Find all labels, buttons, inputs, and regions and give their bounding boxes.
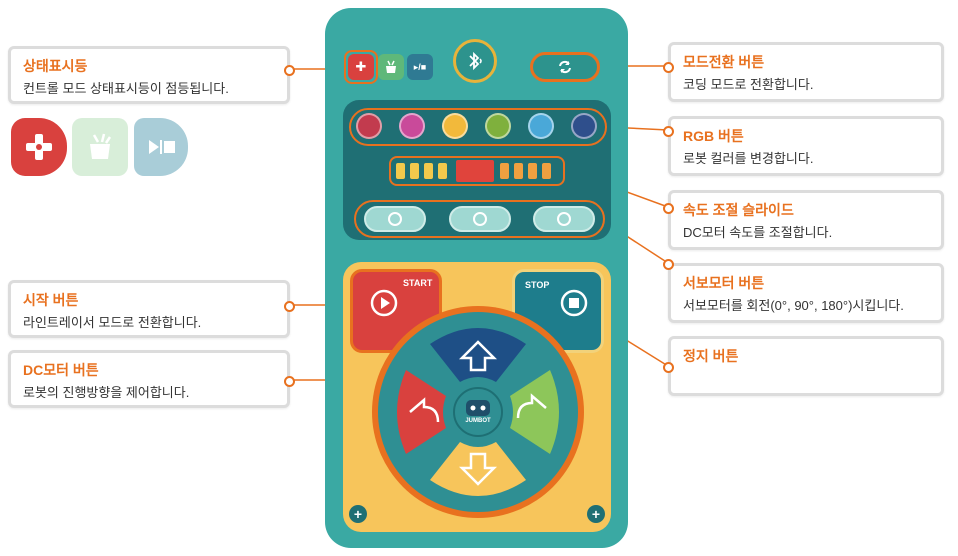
- callout-servo: 서보모터 버튼 서보모터를 회전(0°, 90°, 180°)시킵니다.: [668, 263, 944, 323]
- rgb-button-row: [349, 108, 607, 146]
- speed-segment: [424, 163, 433, 179]
- stop-label: STOP: [525, 280, 550, 290]
- servo-button-90[interactable]: [449, 206, 511, 232]
- logo-text: JUMBOT: [465, 418, 491, 424]
- status-light-control: ✚: [348, 54, 374, 80]
- callout-stop: 정지 버튼: [668, 336, 944, 396]
- callout-dot: [284, 65, 295, 76]
- status-icon-large-line: [134, 118, 188, 176]
- rgb-button-sky[interactable]: [528, 113, 554, 139]
- arrow-down-icon: [458, 452, 498, 486]
- status-icon-large-coding: [72, 118, 128, 176]
- right-button[interactable]: [510, 370, 559, 454]
- rgb-button-pink[interactable]: [399, 113, 425, 139]
- speed-segment: [542, 163, 551, 179]
- bucket-icon: [386, 60, 396, 73]
- callout-title: 서보모터 버튼: [683, 275, 765, 291]
- callout-title: 시작 버튼: [23, 292, 79, 308]
- speed-segment: [500, 163, 509, 179]
- speed-segment: [528, 163, 537, 179]
- callout-title: DC모터 버튼: [23, 362, 99, 378]
- speed-segment: [396, 163, 405, 179]
- callout-dot: [663, 62, 674, 73]
- rgb-button-navy[interactable]: [571, 113, 597, 139]
- callout-start: 시작 버튼 라인트레이서 모드로 전환합니다.: [8, 280, 290, 338]
- play-icon: [370, 289, 398, 317]
- speed-slider-thumb[interactable]: [456, 160, 494, 182]
- callout-dc-motor: DC모터 버튼 로봇의 진행방향을 제어합니다.: [8, 350, 290, 408]
- plus-icon: +: [587, 505, 605, 523]
- servo-button-180[interactable]: [533, 206, 595, 232]
- rgb-button-yellow[interactable]: [442, 113, 468, 139]
- speed-segment: [438, 163, 447, 179]
- callout-dot: [284, 376, 295, 387]
- play-stop-icon: [149, 140, 175, 154]
- stop-icon: [560, 289, 588, 317]
- rgb-button-red[interactable]: [356, 113, 382, 139]
- callout-title: 상태표시등: [23, 58, 88, 74]
- robot-icon: [466, 400, 490, 416]
- servo-icon: [388, 212, 402, 226]
- servo-button-0[interactable]: [364, 206, 426, 232]
- mode-switch-button[interactable]: [530, 52, 600, 82]
- turn-left-icon: [409, 397, 440, 423]
- callout-title: 모드전환 버튼: [683, 54, 765, 70]
- speed-segment: [410, 163, 419, 179]
- dc-motor-pad: [372, 306, 584, 518]
- speed-segment: [514, 163, 523, 179]
- status-light-group: ✚ ▸/■: [344, 50, 438, 86]
- callout-dot: [663, 203, 674, 214]
- arrow-up-icon: [458, 340, 498, 372]
- callout-title: RGB 버튼: [683, 128, 744, 144]
- status-light-highlight: [344, 50, 378, 84]
- callout-dot: [284, 301, 295, 312]
- bucket-icon: [90, 133, 112, 159]
- status-icon-large-control: [11, 118, 67, 176]
- callout-desc: 컨트롤 모드 상태표시등이 점등됩니다.: [23, 81, 229, 96]
- left-button[interactable]: [397, 370, 446, 454]
- servo-icon: [557, 212, 571, 226]
- gamepad-icon: [26, 134, 52, 160]
- plus-icon: +: [349, 505, 367, 523]
- callout-title: 속도 조절 슬라이드: [683, 202, 794, 218]
- callout-desc: 코딩 모드로 전환합니다.: [683, 77, 814, 92]
- bluetooth-icon: [469, 51, 482, 71]
- callout-dot: [663, 362, 674, 373]
- callout-dot: [663, 259, 674, 270]
- callout-desc: DC모터 속도를 조절합니다.: [683, 225, 833, 240]
- turn-right-icon: [516, 393, 547, 419]
- backward-button[interactable]: [430, 442, 526, 496]
- callout-desc: 서보모터를 회전(0°, 90°, 180°)시킵니다.: [683, 298, 904, 313]
- callout-status-light: 상태표시등 컨트롤 모드 상태표시등이 점등됩니다.: [8, 46, 290, 104]
- callout-desc: 로봇 컬러를 변경합니다.: [683, 151, 814, 166]
- bluetooth-button[interactable]: [453, 39, 497, 83]
- refresh-icon: [559, 60, 571, 74]
- status-light-coding: [378, 54, 404, 80]
- status-light-line: ▸/■: [407, 54, 433, 80]
- callout-title: 정지 버튼: [683, 348, 739, 364]
- callout-desc: 라인트레이서 모드로 전환합니다.: [23, 315, 202, 330]
- callout-desc: 로봇의 진행방향을 제어합니다.: [23, 385, 190, 400]
- rgb-button-green[interactable]: [485, 113, 511, 139]
- callout-rgb: RGB 버튼 로봇 컬러를 변경합니다.: [668, 116, 944, 176]
- speed-slider[interactable]: [389, 156, 565, 186]
- callout-speed: 속도 조절 슬라이드 DC모터 속도를 조절합니다.: [668, 190, 944, 250]
- callout-dot: [663, 126, 674, 137]
- servo-button-row: [354, 200, 605, 238]
- servo-icon: [473, 212, 487, 226]
- forward-button[interactable]: [430, 328, 526, 382]
- callout-mode-switch: 모드전환 버튼 코딩 모드로 전환합니다.: [668, 42, 944, 102]
- start-label: START: [403, 278, 433, 288]
